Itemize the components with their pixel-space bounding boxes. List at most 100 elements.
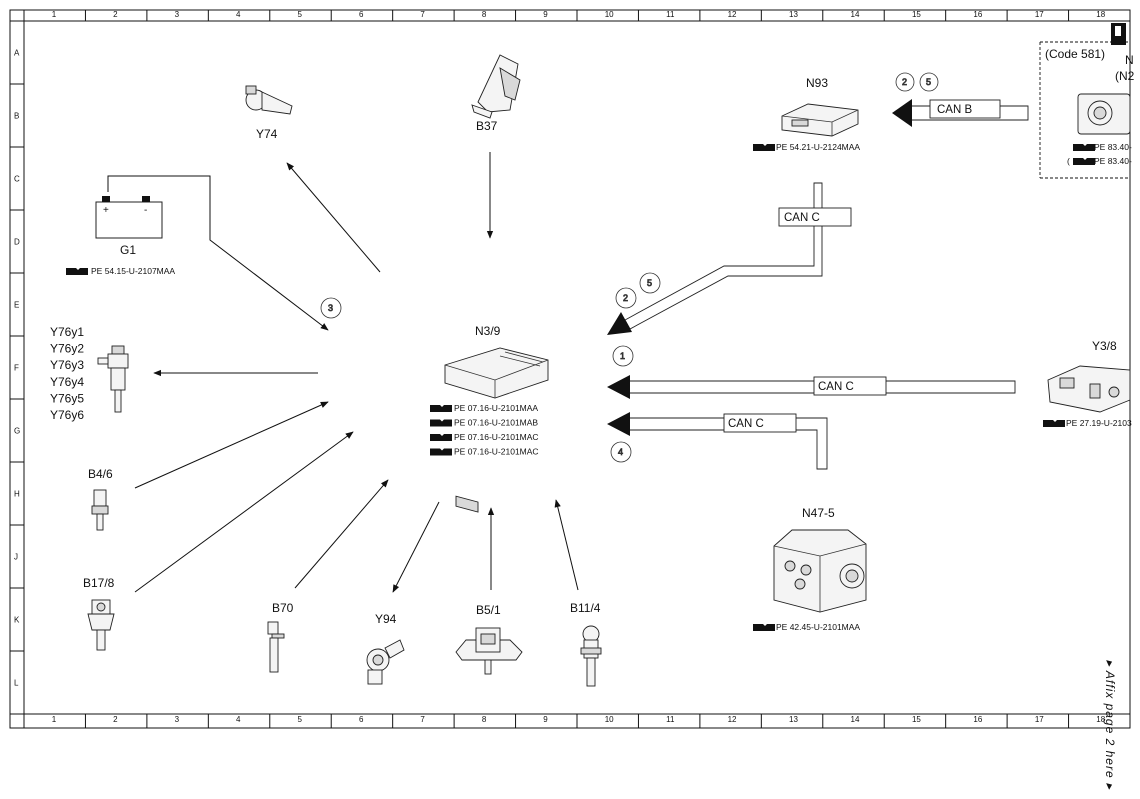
circle-2-mid: 2 xyxy=(615,287,637,309)
arrow-to-y74 xyxy=(286,162,381,273)
svg-text:PE 83.40-: PE 83.40- xyxy=(1094,156,1132,166)
can-c-label-low: CAN C xyxy=(723,413,797,433)
svg-text:Y74: Y74 xyxy=(256,127,278,141)
svg-text:(: ( xyxy=(1067,156,1070,166)
component-b11-4: B11/4 xyxy=(570,601,602,687)
grid-column-label: 7 xyxy=(420,10,425,19)
y76-injector-label: Y76y6 xyxy=(50,408,84,422)
component-b70: B70 xyxy=(267,601,294,673)
book-icon xyxy=(430,405,452,412)
grid-column-label: 15 xyxy=(912,10,921,19)
svg-text:B17/8: B17/8 xyxy=(83,576,115,590)
svg-text:2: 2 xyxy=(902,77,907,87)
grid-column-label: 7 xyxy=(420,715,425,724)
svg-text:+: + xyxy=(103,205,109,216)
svg-text:PE 42.45-U-2101MAA: PE 42.45-U-2101MAA xyxy=(776,622,860,632)
n3-9-reference: PE 07.16-U-2101MAB xyxy=(454,418,538,428)
grid-column-label: 5 xyxy=(298,715,303,724)
grid-column-label: 14 xyxy=(851,715,860,724)
g1-reference: PE 54.15-U-2107MAA xyxy=(66,266,175,276)
grid-column-label: 17 xyxy=(1035,10,1044,19)
grid-column-label: 10 xyxy=(605,715,614,724)
svg-text:3: 3 xyxy=(328,303,333,313)
svg-text:2: 2 xyxy=(623,293,628,303)
book-icon xyxy=(66,268,88,275)
grid-column-label: 15 xyxy=(912,715,921,724)
wire-g1-to-n3-9 xyxy=(107,175,329,331)
grid-column-label: 8 xyxy=(482,715,487,724)
y76-injector-label: Y76y4 xyxy=(50,375,84,389)
grid-column-label: 1 xyxy=(52,10,57,19)
grid-column-label: 17 xyxy=(1035,715,1044,724)
grid-column-label: 9 xyxy=(543,715,548,724)
svg-text:4: 4 xyxy=(618,447,623,457)
grid-column-label: 11 xyxy=(666,715,675,724)
component-y3-8: Y3/8 xyxy=(1047,339,1131,413)
can-c-label-top: CAN C xyxy=(778,207,852,227)
grid-row-label: A xyxy=(14,49,20,58)
grid-column-label: 14 xyxy=(851,10,860,19)
grid-column-label: 12 xyxy=(728,715,737,724)
arrow-from-b11-4 xyxy=(554,499,579,591)
grid-column-label: 6 xyxy=(359,715,364,724)
y76-injector-label: Y76y5 xyxy=(50,391,84,405)
grid-row-label: C xyxy=(14,175,20,184)
svg-text:1: 1 xyxy=(620,351,625,361)
grid-row-label: D xyxy=(14,238,20,247)
grid-column-label: 6 xyxy=(359,10,364,19)
svg-text:N47-5: N47-5 xyxy=(802,506,835,520)
arrow-to-y94 xyxy=(392,501,440,593)
book-icon xyxy=(753,144,775,151)
grid-column-label: 3 xyxy=(175,10,180,19)
svg-text:CAN B: CAN B xyxy=(937,104,972,116)
grid-column-label: 1 xyxy=(52,715,57,724)
grid-column-label: 18 xyxy=(1096,715,1105,724)
circle-2-top: 2 xyxy=(895,72,915,92)
component-b37: B37 xyxy=(471,54,521,133)
can-bus-lines xyxy=(607,99,1029,470)
grid-column-label: 13 xyxy=(789,715,798,724)
book-icon xyxy=(430,434,452,441)
svg-text:CAN C: CAN C xyxy=(818,381,854,393)
grid-column-label: 9 xyxy=(543,10,548,19)
svg-text:G1: G1 xyxy=(120,243,136,257)
grid-column-label: 2 xyxy=(113,715,118,724)
n3-9-reference: PE 07.16-U-2101MAA xyxy=(454,403,538,413)
grid-column-label: 5 xyxy=(298,10,303,19)
circle-5-top: 5 xyxy=(919,72,939,92)
grid-row-label: B xyxy=(14,112,19,121)
component-b4-6: B4/6 xyxy=(88,467,113,531)
svg-text:N: N xyxy=(1125,53,1134,67)
affix-note: ▸ Affix page 2 here ▸ xyxy=(1103,660,1117,790)
svg-text:B37: B37 xyxy=(476,119,498,133)
svg-text:(N2: (N2 xyxy=(1115,69,1135,83)
svg-text:Y94: Y94 xyxy=(375,612,397,626)
n3-9-reference: PE 07.16-U-2101MAC xyxy=(454,432,539,442)
book-icon xyxy=(1073,158,1095,165)
book-icon xyxy=(430,448,452,456)
grid-row-label: G xyxy=(14,427,20,436)
svg-text:Y3/8: Y3/8 xyxy=(1092,339,1117,353)
grid-row-label: J xyxy=(14,553,18,562)
grid-column-label: 3 xyxy=(175,715,180,724)
n93-reference: PE 54.21-U-2124MAA xyxy=(753,142,860,152)
grid-column-label: 4 xyxy=(236,10,241,19)
grid-column-label: 10 xyxy=(605,10,614,19)
component-n93: N93 xyxy=(781,76,859,137)
circle-markers: 3 2 5 2 5 1 4 xyxy=(320,72,939,463)
svg-text:-: - xyxy=(144,205,147,216)
y3-8-reference: PE 27.19-U-2103 xyxy=(1043,418,1132,428)
svg-text:CAN C: CAN C xyxy=(728,418,764,430)
grid-column-label: 13 xyxy=(789,10,798,19)
component-g1-battery: + - G1 xyxy=(95,196,163,257)
grid-column-label: 2 xyxy=(113,10,118,19)
grid-column-label: 16 xyxy=(973,715,982,724)
svg-text:B70: B70 xyxy=(272,601,294,615)
grid-column-label: 12 xyxy=(728,10,737,19)
svg-text:B5/1: B5/1 xyxy=(476,603,501,617)
y76-injector-label: Y76y3 xyxy=(50,358,84,372)
svg-text:PE 83.40-: PE 83.40- xyxy=(1094,142,1132,152)
svg-text:5: 5 xyxy=(926,77,931,87)
